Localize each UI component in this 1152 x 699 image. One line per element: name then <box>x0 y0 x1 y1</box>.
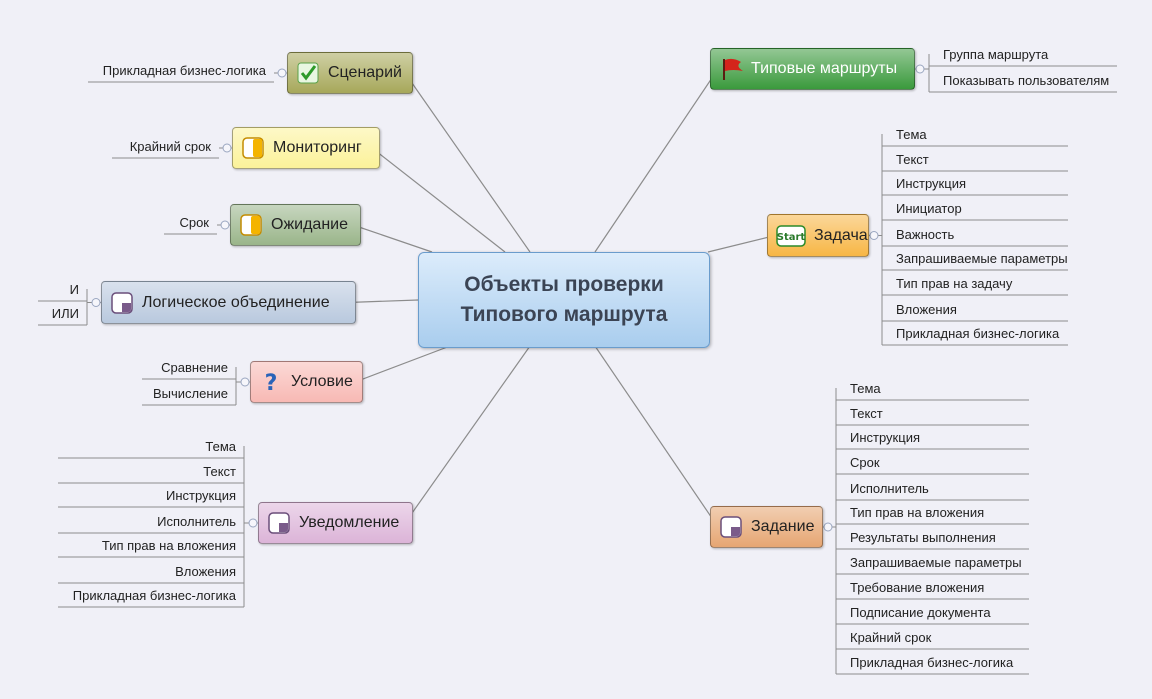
collapse-toggle[interactable] <box>277 68 287 78</box>
subtopic-condition[interactable]: Вычисление <box>152 386 228 401</box>
subtopic-assignment[interactable]: Исполнитель <box>850 481 929 496</box>
condition-connector <box>354 345 451 383</box>
subtopic-task[interactable]: Тема <box>896 127 927 142</box>
collapse-toggle[interactable] <box>240 377 250 387</box>
subtopic-assignment[interactable]: Инструкция <box>850 430 920 445</box>
subtopic-monitoring[interactable]: Крайний срок <box>129 139 211 154</box>
subtopic-waiting[interactable]: Срок <box>179 215 209 230</box>
topic-waiting[interactable]: Ожидание <box>230 204 361 246</box>
quarter-square-icon <box>267 511 291 535</box>
collapse-toggle[interactable] <box>823 522 833 532</box>
topic-label: Типовые маршруты <box>751 60 898 77</box>
subtopic-logical[interactable]: ИЛИ <box>51 306 79 321</box>
notification-connector <box>404 345 531 524</box>
subtopic-task[interactable]: Запрашиваемые параметры <box>896 251 1068 266</box>
scenario-connector <box>404 72 531 253</box>
half-square-icon <box>239 213 263 237</box>
logical-connector <box>347 299 419 304</box>
topic-task[interactable]: Start Задача <box>767 214 869 257</box>
subtopic-assignment[interactable]: Запрашиваемые параметры <box>850 555 1022 570</box>
subtopic-assignment[interactable]: Текст <box>850 406 883 421</box>
checkmark-icon <box>296 61 320 85</box>
subtopic-notification[interactable]: Вложения <box>175 564 236 579</box>
subtopic-routes[interactable]: Показывать пользователям <box>943 73 1110 88</box>
subtopic-logical[interactable]: И <box>69 282 79 297</box>
quarter-square-icon <box>719 515 743 539</box>
monitoring-connector <box>371 147 506 253</box>
topic-label: Логическое объединение <box>142 293 330 311</box>
topic-label: Условие <box>291 373 353 390</box>
subtopic-notification[interactable]: Исполнитель <box>157 514 236 529</box>
flag-icon <box>719 57 743 81</box>
topic-label: Ожидание <box>271 216 348 233</box>
subtopic-notification[interactable]: Инструкция <box>166 488 236 503</box>
subtopic-task[interactable]: Важность <box>896 227 955 242</box>
subtopic-assignment[interactable]: Тема <box>850 381 881 396</box>
subtopic-assignment[interactable]: Тип прав на вложения <box>850 505 985 520</box>
quarter-square-icon <box>110 291 134 315</box>
start-icon: Start <box>776 224 806 248</box>
subtopic-scenario[interactable]: Прикладная бизнес-логика <box>102 63 266 78</box>
topic-monitoring[interactable]: Мониторинг <box>232 127 380 169</box>
topic-label: Уведомление <box>299 514 400 531</box>
half-square-icon <box>241 136 265 160</box>
subtopic-task[interactable]: Тип прав на задачу <box>896 276 1013 291</box>
subtopic-assignment[interactable]: Прикладная бизнес-логика <box>850 655 1014 670</box>
topic-assignment[interactable]: Задание <box>710 506 823 548</box>
collapse-toggle[interactable] <box>248 518 258 528</box>
subtopic-assignment[interactable]: Результаты выполнения <box>850 530 996 545</box>
topic-notification[interactable]: Уведомление <box>258 502 413 544</box>
subtopic-assignment[interactable]: Требование вложения <box>850 580 985 595</box>
subtopic-condition[interactable]: Сравнение <box>161 360 228 375</box>
topic-label: Сценарий <box>328 64 402 81</box>
subtopic-notification[interactable]: Тип прав на вложения <box>101 538 236 553</box>
collapse-toggle[interactable] <box>220 220 230 230</box>
svg-text:?: ? <box>265 371 278 394</box>
subtopic-task[interactable]: Прикладная бизнес-логика <box>896 326 1060 341</box>
topic-label: Задание <box>751 518 815 535</box>
task-connector <box>707 234 776 253</box>
topic-logical[interactable]: Логическое объединение <box>101 281 356 324</box>
waiting-connector <box>352 224 433 253</box>
subtopic-notification[interactable]: Тема <box>205 439 236 454</box>
subtopic-task[interactable]: Текст <box>896 152 929 167</box>
collapse-toggle[interactable] <box>915 64 925 74</box>
subtopic-routes[interactable]: Группа маршрута <box>943 47 1049 62</box>
collapse-toggle[interactable] <box>91 298 101 307</box>
central-topic-line2: Типового маршрута <box>460 303 668 326</box>
topic-routes[interactable]: Типовые маршруты <box>710 48 915 90</box>
topic-scenario[interactable]: Сценарий <box>287 52 413 94</box>
assignment-connector <box>594 345 719 528</box>
subtopic-assignment[interactable]: Срок <box>850 455 880 470</box>
subtopic-assignment[interactable]: Подписание документа <box>850 605 991 620</box>
svg-text:Start: Start <box>777 232 806 243</box>
subtopic-task[interactable]: Инициатор <box>896 201 962 216</box>
collapse-toggle[interactable] <box>869 231 879 240</box>
subtopic-assignment[interactable]: Крайний срок <box>850 630 932 645</box>
subtopic-notification[interactable]: Прикладная бизнес-логика <box>72 588 236 603</box>
topic-label: Мониторинг <box>273 139 362 156</box>
central-topic-line1: Объекты проверки <box>464 273 664 296</box>
subtopic-task[interactable]: Инструкция <box>896 176 966 191</box>
subtopic-task[interactable]: Вложения <box>896 302 957 317</box>
routes-connector <box>594 68 719 253</box>
topic-condition[interactable]: ? Условие <box>250 361 363 403</box>
collapse-toggle[interactable] <box>222 143 232 153</box>
topic-label: Задача <box>814 226 868 244</box>
subtopic-notification[interactable]: Текст <box>203 464 236 479</box>
central-topic[interactable]: Объекты проверки Типового маршрута <box>418 252 710 348</box>
question-icon: ? <box>259 370 283 394</box>
